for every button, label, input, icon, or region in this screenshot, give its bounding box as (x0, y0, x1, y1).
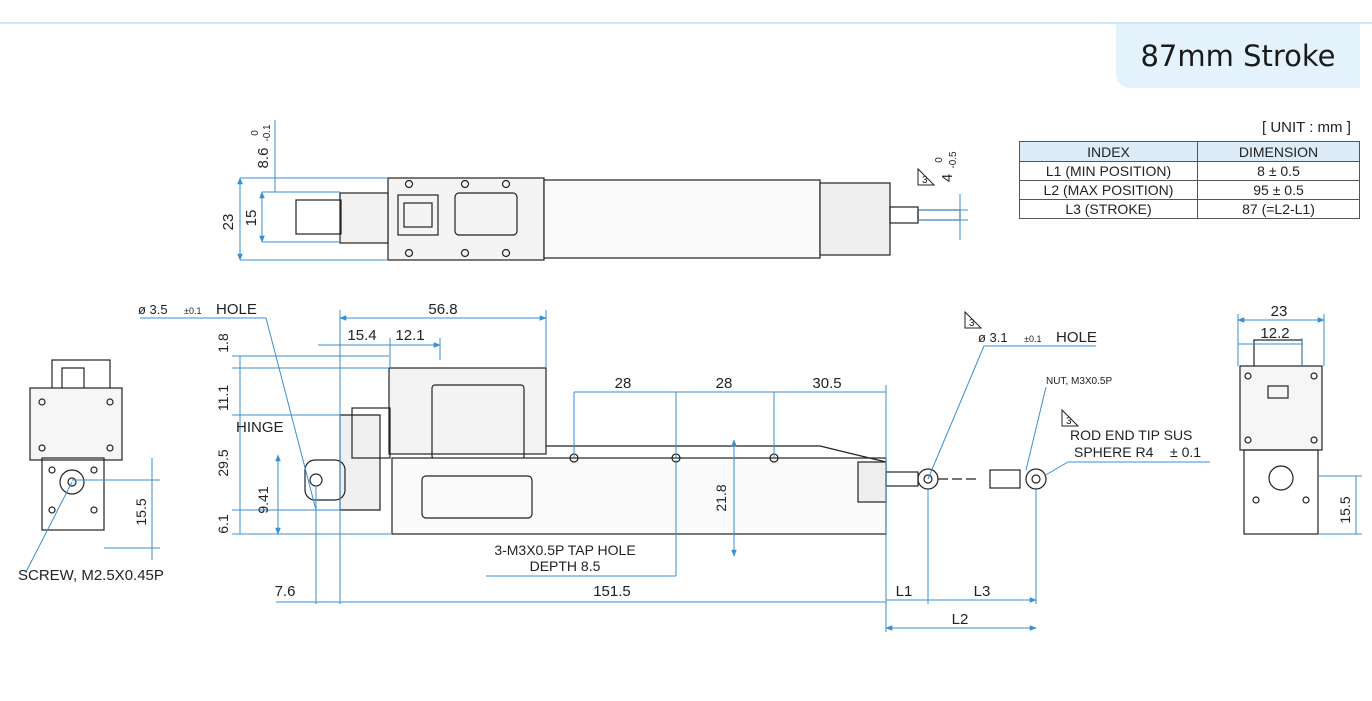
dim-30-5: 30.5 (812, 375, 841, 392)
table-cell: L3 (STROKE) (1019, 199, 1198, 219)
top-view (295, 177, 961, 261)
screw-label: SCREW, M2.5X0.45P (18, 567, 164, 584)
hole-dia: ø 3.5 (138, 302, 168, 317)
right-end-dimensions (1237, 314, 1362, 535)
dim-151-5: 151.5 (593, 583, 631, 600)
dim-28-b: 28 (716, 375, 733, 392)
table-cell: 87 (=L2-L1) (1197, 199, 1360, 219)
dim-15-5-left: 15.5 (133, 498, 149, 525)
rod-end-line1: ROD END TIP SUS (1070, 427, 1192, 443)
dim-23-top: 23 (220, 214, 237, 231)
dim-12-2: 12.2 (1260, 325, 1289, 342)
dim-15-top: 15 (243, 210, 260, 227)
revision-triangle-sphere: 3 (1061, 408, 1080, 427)
hinge-label: HINGE (236, 419, 284, 436)
tap-hole-line1: 3-M3X0.5P TAP HOLE (494, 542, 635, 558)
side-view (304, 367, 1047, 535)
dim-15-5-right: 15.5 (1337, 496, 1353, 523)
label-l3: L3 (974, 583, 991, 600)
dim-7-6: 7.6 (275, 583, 296, 600)
rod-hole-tol: ±0.1 (1024, 334, 1041, 344)
dim-1-8: 1.8 (215, 333, 231, 353)
dim-21-8: 21.8 (713, 484, 729, 511)
revision-triangle-top: 3 (917, 167, 936, 186)
header-dimension: DIMENSION (1197, 141, 1360, 162)
left-end-view (29, 359, 123, 531)
dim-28-a: 28 (615, 375, 632, 392)
tol-4-lower: -0.5 (948, 151, 959, 169)
rod-hole-dia: ø 3.1 (978, 330, 1008, 345)
right-end-view (1239, 339, 1323, 535)
hole-label: HOLE (216, 301, 257, 318)
dim-11-1: 11.1 (215, 385, 231, 411)
hole-tol: ±0.1 (184, 306, 201, 316)
dim-12-1: 12.1 (395, 327, 424, 344)
rod-end-tol: ± 0.1 (1170, 444, 1201, 460)
header-rule (0, 22, 1372, 24)
rod-hole-label: HOLE (1056, 329, 1097, 346)
side-view-dimensions (140, 310, 1210, 632)
header-index: INDEX (1019, 141, 1198, 162)
dim-15-4: 15.4 (347, 327, 376, 344)
svg-text:3: 3 (922, 175, 928, 186)
table-cell: L2 (MAX POSITION) (1019, 180, 1198, 200)
tap-hole-line2: DEPTH 8.5 (530, 558, 601, 574)
stroke-badge: 87mm Stroke (1116, 24, 1360, 88)
table-cell: 95 ± 0.5 (1197, 180, 1360, 200)
table-row: L3 (STROKE) 87 (=L2-L1) (1019, 199, 1360, 219)
dimension-table: INDEX DIMENSION L1 (MIN POSITION) 8 ± 0.… (1019, 141, 1360, 219)
svg-text:3: 3 (969, 318, 975, 329)
label-l2: L2 (952, 611, 969, 628)
unit-note: [ UNIT : mm ] (1262, 119, 1351, 136)
dim-6-1: 6.1 (215, 514, 231, 534)
tol-8-6-lower: -0.1 (262, 124, 273, 142)
dim-4: 4 (939, 174, 956, 182)
dim-23-right: 23 (1271, 303, 1288, 320)
rod-end-line2: SPHERE R4 (1074, 444, 1154, 460)
table-header-row: INDEX DIMENSION (1019, 141, 1360, 162)
dim-8-6: 8.6 (255, 148, 272, 169)
revision-triangle-rod: 3 (964, 310, 983, 329)
label-l1: L1 (896, 583, 913, 600)
tol-4-upper: 0 (934, 157, 945, 163)
nut-label: NUT, M3X0.5P (1046, 376, 1112, 387)
top-view-dimensions (237, 120, 968, 261)
dim-56-8: 56.8 (428, 301, 457, 318)
svg-text:3: 3 (1066, 416, 1072, 427)
left-end-dimensions (25, 458, 160, 573)
dim-9-41: 9.41 (255, 486, 271, 513)
dim-29-5: 29.5 (215, 449, 231, 476)
table-row: L2 (MAX POSITION) 95 ± 0.5 (1019, 180, 1360, 200)
tol-8-6-upper: 0 (250, 130, 261, 136)
